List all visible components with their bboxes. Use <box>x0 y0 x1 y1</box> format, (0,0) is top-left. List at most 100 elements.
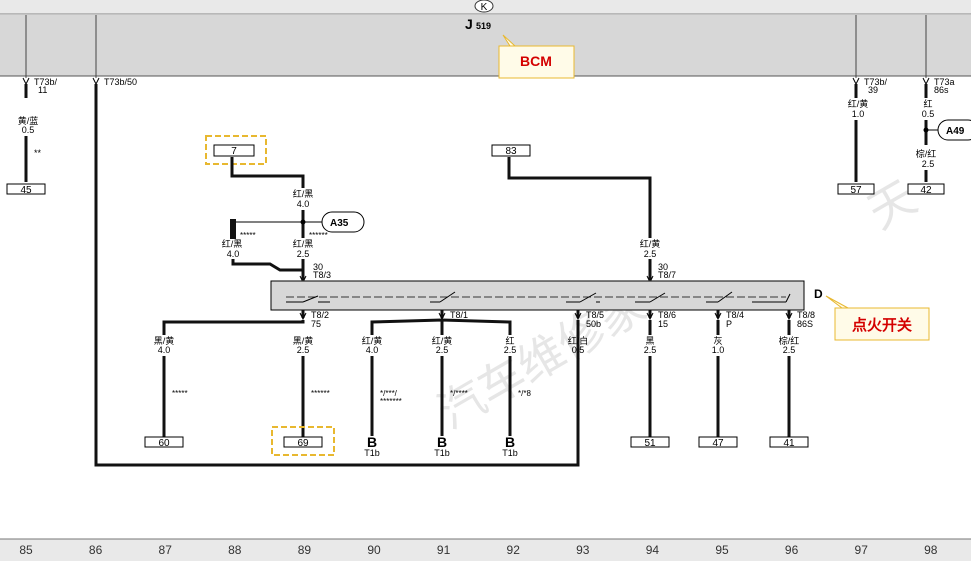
lower-wire-stars-1-0: ****** <box>311 389 330 398</box>
connector-k-letter: K <box>481 2 488 13</box>
branch-left-size: 4.0 <box>227 249 240 259</box>
footer-num-95: 95 <box>715 543 729 557</box>
pin-t73b-39-a: T73b/ <box>864 77 888 87</box>
terminal-b-sub-2: T1b <box>364 448 380 458</box>
pin-t73b-11-b: 11 <box>38 85 47 95</box>
output-pin-0: T8/2 <box>311 310 329 320</box>
footer-num-92: 92 <box>507 543 521 557</box>
terminal-label-60: 60 <box>158 438 170 449</box>
footer-num-97: 97 <box>855 543 869 557</box>
lower-wire-color-8: 棕/红 <box>779 335 800 346</box>
pin-t73b-39-b: 39 <box>868 85 878 95</box>
terminal-b-3: B <box>437 434 447 450</box>
lower-wire-stars-4-0: */*8 <box>518 389 531 398</box>
module-subscript: 519 <box>476 21 491 31</box>
lower-wire-size-6: 2.5 <box>644 345 657 355</box>
module-id: J <box>465 16 473 32</box>
footer-num-96: 96 <box>785 543 799 557</box>
terminal-42 <box>907 183 945 195</box>
terminal-box-47 <box>698 436 738 448</box>
branch-left-color: 红/黑 <box>222 238 243 249</box>
lower-wire-stars-2-1: ******* <box>380 397 402 406</box>
lower-wire-size-1: 2.5 <box>297 345 310 355</box>
component-a35: A35 <box>330 218 349 229</box>
output-pin-5: T8/8 <box>797 310 815 320</box>
output-pin-sub-2: 50b <box>586 319 601 329</box>
output-pin-4: T8/4 <box>726 310 744 320</box>
terminal-57 <box>837 183 875 195</box>
footer-num-86: 86 <box>89 543 103 557</box>
terminal-label-47: 47 <box>712 438 724 449</box>
terminal-label-51: 51 <box>644 438 656 449</box>
component-a49-bubble <box>937 119 971 141</box>
lower-wire-color-6: 黑 <box>645 336 654 346</box>
wire-color-red-black-main: 红/黑 <box>293 188 314 199</box>
lower-wire-size-2: 4.0 <box>366 345 379 355</box>
bcm-callout-label: BCM <box>520 53 552 69</box>
component-a35-bubble <box>321 211 365 233</box>
lower-wire-stars-3-0: */**** <box>450 389 468 398</box>
lower-wire-color-5: 红/白 <box>568 335 589 346</box>
lower-wire-color-0: 黑/黄 <box>154 335 175 346</box>
footer-num-98: 98 <box>924 543 938 557</box>
fuse-83-label: 83 <box>505 146 517 157</box>
footer-num-89: 89 <box>298 543 312 557</box>
footer-num-87: 87 <box>159 543 173 557</box>
fuse-7-box <box>213 144 255 157</box>
ignition-switch-callout <box>834 307 930 341</box>
pin-t73a-b: 86s <box>934 85 949 95</box>
terminal-b-sub-4: T1b <box>502 448 518 458</box>
lower-wire-color-4: 红 <box>505 335 514 346</box>
footer-num-91: 91 <box>437 543 451 557</box>
terminal-b-4: B <box>505 434 515 450</box>
output-pin-sub-0: 75 <box>311 319 321 329</box>
svg-text:天: 天 <box>859 170 926 240</box>
lower-wire-stars-2-0: */***/ <box>380 389 398 398</box>
output-pin-sub-4: P <box>726 319 732 329</box>
lower-wire-size-3: 2.5 <box>436 345 449 355</box>
lower-wire-size-0: 4.0 <box>158 345 171 355</box>
terminal-label-69: 69 <box>297 438 309 449</box>
terminal-box-51 <box>630 436 670 448</box>
footer-num-94: 94 <box>646 543 660 557</box>
lower-wire-color-2: 红/黄 <box>362 335 383 346</box>
output-pin-3: T8/6 <box>658 310 676 320</box>
wire-color-red: 红 <box>923 98 932 109</box>
lower-wire-size-7: 1.0 <box>712 345 725 355</box>
wire-color-yellow-blue: 黄/蓝 <box>18 115 39 126</box>
svg-text:45: 45 <box>20 185 32 196</box>
lower-wire-color-3: 红/黄 <box>432 335 453 346</box>
terminal-box-41 <box>769 436 809 448</box>
lower-wire-color-1: 黑/黄 <box>293 335 314 346</box>
terminal-label-41: 41 <box>783 438 795 449</box>
pin-t8-3: T8/3 <box>313 270 331 280</box>
lower-wire-size-8: 2.5 <box>783 345 796 355</box>
wire-color-red-yellow-83: 红/黄 <box>640 238 661 249</box>
lower-wire-size-4: 2.5 <box>504 345 517 355</box>
lower-wires: 黑/黄4.0*****60黑/黄2.5******69红/黄4.0*/***/*… <box>144 318 809 465</box>
wire-color-red-yellow: 红/黄 <box>848 98 869 109</box>
pin-t73a-a: T73a <box>934 77 955 87</box>
footer-num-85: 85 <box>19 543 33 557</box>
highlight-7 <box>205 135 267 165</box>
ignition-switch-d <box>270 280 805 311</box>
output-pin-2: T8/5 <box>586 310 604 320</box>
footer-num-88: 88 <box>228 543 242 557</box>
branch-right-stars: ****** <box>309 231 328 240</box>
wire-size-4-0-main: 4.0 <box>297 199 310 209</box>
lower-wire-stars-0-0: ***** <box>172 389 188 398</box>
wire-size-1-0: 1.0 <box>852 109 865 119</box>
wire-stars: ** <box>34 148 42 158</box>
connector-k-symbol <box>474 0 494 13</box>
highlight-69 <box>271 426 335 456</box>
svg-text:57: 57 <box>850 185 862 196</box>
pin-30-right: 30 <box>658 262 668 272</box>
fuse-7-label: 7 <box>231 146 237 157</box>
output-pin-1: T8/1 <box>450 310 468 320</box>
pin-t8-7: T8/7 <box>658 270 676 280</box>
branch-left-stars: ***** <box>240 231 256 240</box>
pin-t73b-11-a: T73b/ <box>34 77 58 87</box>
footer-ruler <box>0 539 971 561</box>
wire-size-2-5-a: 2.5 <box>922 159 935 169</box>
